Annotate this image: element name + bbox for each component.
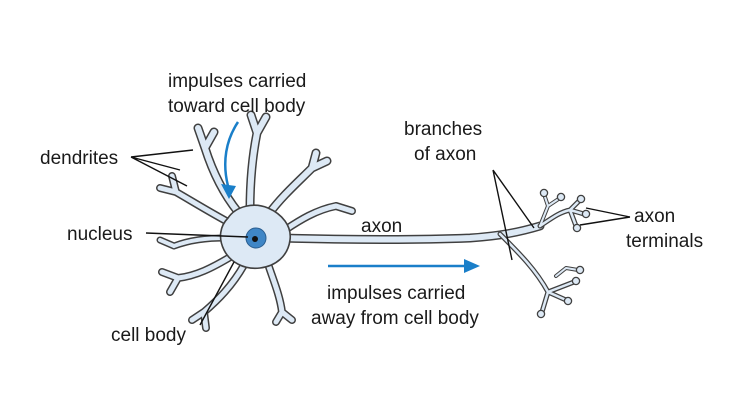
impulses-toward-label-line2: toward cell body xyxy=(168,96,306,117)
impulses-away-label-line1: impulses carried xyxy=(327,283,465,304)
impulse-toward-arrowhead xyxy=(221,184,236,199)
dendrites-leader xyxy=(130,149,194,187)
labels: impulses carried toward cell body dendri… xyxy=(40,71,703,346)
axon-terminal-knobs xyxy=(536,188,591,319)
impulses-toward-label-line1: impulses carried xyxy=(168,71,306,92)
cell-body-leader xyxy=(199,261,235,326)
nucleus-leader xyxy=(145,232,249,238)
impulses-away-label-line2: away from cell body xyxy=(311,308,479,329)
branches-label-line1: branches xyxy=(404,119,482,140)
branches-leader xyxy=(492,169,535,261)
impulse-toward-arrow xyxy=(224,121,240,187)
axon-terminals-leader xyxy=(579,207,631,226)
axon-terminals-label-line2: terminals xyxy=(626,231,703,252)
nucleus-label: nucleus xyxy=(67,224,133,245)
impulse-away-arrowhead xyxy=(464,259,480,273)
axon-branches-fill xyxy=(498,193,586,314)
dendrites-label: dendrites xyxy=(40,148,118,169)
axon-label: axon xyxy=(361,216,402,237)
branches-label-line2: of axon xyxy=(414,144,476,165)
nucleolus xyxy=(252,236,258,242)
leader-lines xyxy=(130,149,631,326)
axon-terminals-label-line1: axon xyxy=(634,206,675,227)
cell-body-label: cell body xyxy=(111,325,186,346)
